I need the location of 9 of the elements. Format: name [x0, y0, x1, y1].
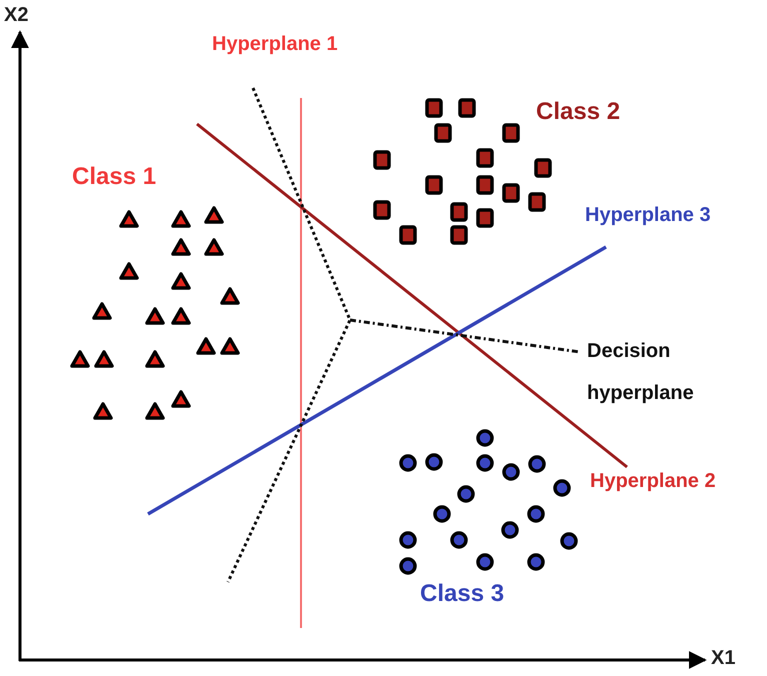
- axis-label: X2: [4, 4, 28, 27]
- line-label: Hyperplane 2: [590, 470, 716, 493]
- line-label: Hyperplane 1: [212, 33, 338, 56]
- line-label: Decision hyperplane: [587, 339, 695, 406]
- class-label: Class 1: [72, 163, 156, 191]
- line-label: Hyperplane 3: [585, 204, 711, 227]
- class-label: Class 2: [536, 98, 620, 126]
- class-label: Class 3: [420, 580, 504, 608]
- axis-label: X1: [711, 647, 736, 670]
